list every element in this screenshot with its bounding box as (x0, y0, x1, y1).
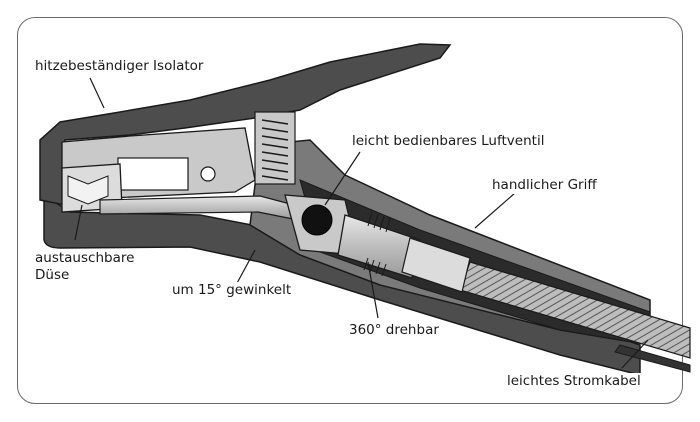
label-griff: handlicher Griff (490, 177, 599, 194)
label-duese-line1: austauschbare (33, 250, 137, 267)
label-duese-line2: Düse (33, 267, 72, 284)
nozzle-tip (67, 175, 109, 205)
label-isolator: hitzebeständiger Isolator (33, 58, 206, 75)
label-gewinkelt: um 15° gewinkelt (170, 282, 294, 299)
spring-coils (261, 119, 289, 181)
connector-sleeve (401, 237, 471, 293)
leader-lines (74, 77, 649, 369)
cable-jacket (614, 344, 691, 373)
thread-marks (363, 211, 391, 277)
clamp-window (117, 157, 189, 191)
label-drehbar: 360° drehbar (347, 322, 441, 339)
spring-housing (254, 111, 296, 185)
clamp-pivot (200, 166, 216, 182)
air-valve-ball (301, 204, 333, 236)
label-stromkabel: leichtes Stromkabel (505, 373, 643, 390)
swivel-connector (337, 214, 421, 279)
label-luftventil: leicht bedienbares Luftventil (350, 133, 547, 150)
